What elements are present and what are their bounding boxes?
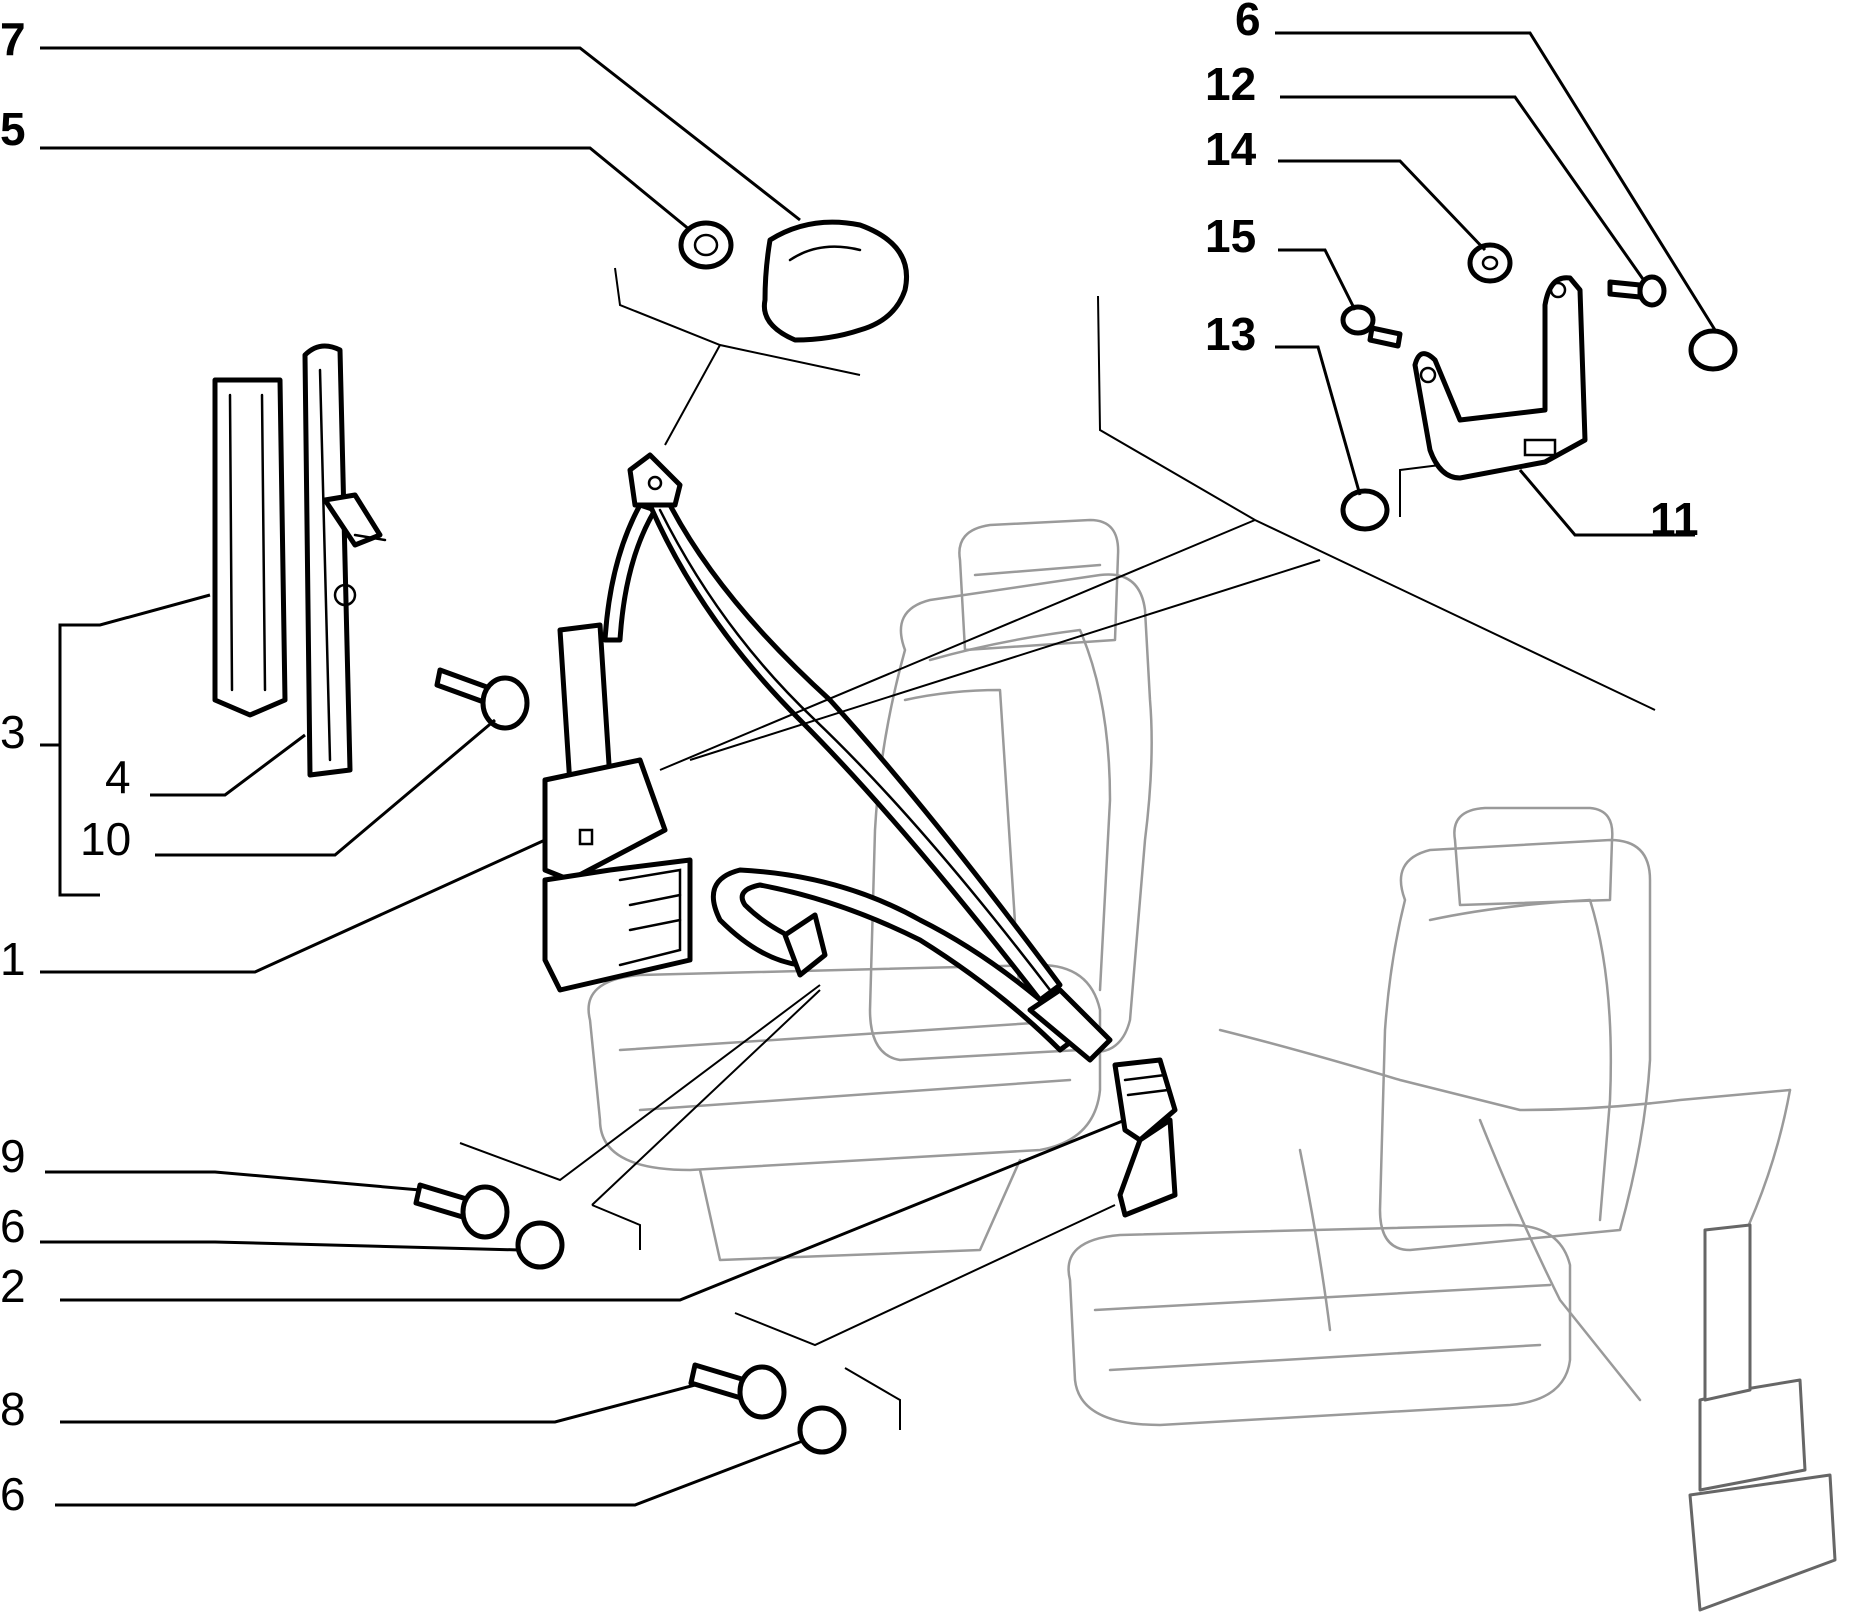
buckle-stalk bbox=[1112, 1057, 1178, 1218]
callout-8: 8 bbox=[0, 1383, 26, 1435]
callout-3: 3 bbox=[0, 706, 26, 758]
bolt-8 bbox=[688, 1362, 787, 1420]
bolt-15 bbox=[1340, 304, 1403, 349]
callout-14: 14 bbox=[1205, 123, 1257, 175]
bolt-12 bbox=[1607, 274, 1667, 308]
rear-seat-outline bbox=[1067, 806, 1837, 1612]
callout-6-bottom: 6 bbox=[0, 1468, 26, 1520]
height-adjuster-rail bbox=[212, 343, 387, 778]
washer-14 bbox=[1467, 242, 1513, 284]
callout-13: 13 bbox=[1205, 308, 1256, 360]
callout-6-middle: 6 bbox=[0, 1200, 26, 1252]
cap-6-middle bbox=[515, 1220, 565, 1270]
flange-nut bbox=[678, 220, 734, 270]
seat-belt-webbing bbox=[602, 452, 1113, 1063]
callout-4: 4 bbox=[105, 751, 131, 803]
callout-5: 5 bbox=[0, 103, 26, 155]
callout-11: 11 bbox=[1650, 493, 1699, 545]
callout-10: 10 bbox=[80, 813, 131, 865]
callout-12: 12 bbox=[1205, 58, 1256, 110]
callout-2: 2 bbox=[0, 1260, 26, 1312]
callout-15: 15 bbox=[1205, 210, 1256, 262]
callout-6-top: 6 bbox=[1235, 0, 1261, 45]
anchor-bracket bbox=[1412, 275, 1588, 481]
trim-cover bbox=[761, 219, 909, 343]
cap-6-bottom bbox=[797, 1405, 847, 1455]
bolt-9 bbox=[413, 1182, 510, 1240]
cap-6-top bbox=[1688, 328, 1738, 372]
plug-13 bbox=[1340, 488, 1390, 532]
bolt-10 bbox=[434, 667, 530, 731]
callout-9: 9 bbox=[0, 1130, 26, 1182]
inertia-reel-retractor bbox=[542, 622, 693, 993]
callout-7: 7 bbox=[0, 13, 26, 65]
leader-lines bbox=[40, 31, 1717, 1507]
callout-1: 1 bbox=[0, 933, 26, 985]
